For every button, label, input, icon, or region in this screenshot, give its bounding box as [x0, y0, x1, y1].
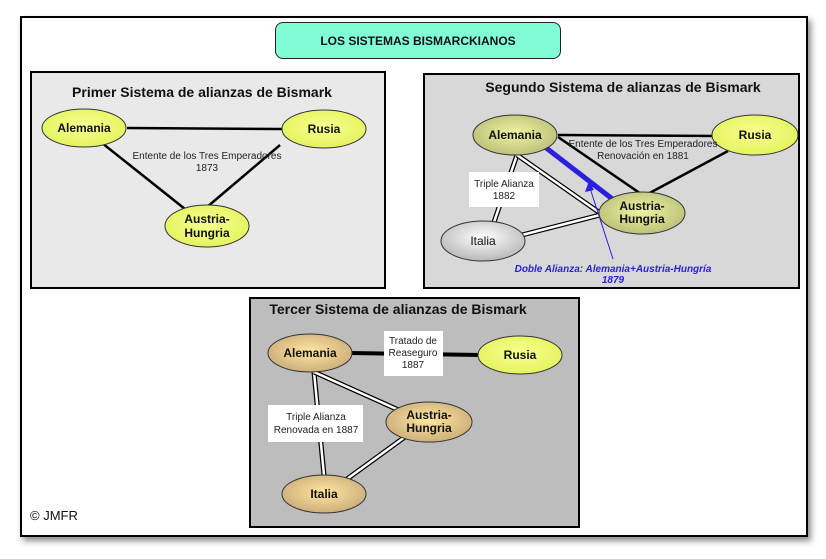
- panel-title: Segundo Sistema de alianzas de Bismark: [485, 79, 761, 95]
- node-label: Rusia: [739, 128, 772, 142]
- node-label: Alemania: [488, 128, 542, 142]
- node-rusia: [711, 114, 798, 156]
- node-label: Italia: [470, 234, 496, 248]
- triple-renovada-year: Renovada en 1887: [274, 425, 359, 436]
- panel-title: Primer Sistema de alianzas de Bismark: [72, 84, 332, 100]
- panel-title: Tercer Sistema de alianzas de Bismark: [269, 301, 527, 317]
- edge-alemania-austria: [101, 142, 191, 214]
- edge-triple-alemania-austria: [312, 369, 405, 415]
- alliance-year: 1873: [196, 163, 219, 174]
- edge-alemania-austria-entente: [557, 135, 645, 198]
- reaseguro-label: Tratado de: [389, 336, 437, 347]
- node-italia: [281, 474, 367, 514]
- edge-triple-italia-austria: [345, 431, 411, 482]
- triple-renovada-box: [268, 405, 363, 442]
- node-label: Alemania: [283, 346, 337, 360]
- node-label: Hungria: [406, 421, 452, 435]
- doble-alianza-year: 1879: [602, 275, 625, 286]
- node-label: Hungria: [619, 212, 665, 226]
- copyright-text: © JMFR: [30, 508, 78, 523]
- panel-segundo-sistema: Segundo Sistema de alianzas de Bismark A…: [423, 73, 800, 289]
- diagram-tercer-sistema: Tercer Sistema de alianzas de Bismark Al…: [267, 301, 563, 514]
- edge-triple-italia-austria: [521, 212, 601, 238]
- doble-alianza-label: Doble Alianza: Alemania+Austria-Hungría: [515, 264, 712, 275]
- node-label: Austria-: [184, 212, 229, 226]
- entente-label: Entente de los Tres Emperadores: [569, 139, 718, 150]
- node-alemania: [267, 333, 353, 373]
- node-austria-hungria: [598, 191, 686, 235]
- edge-alemania-rusia: [557, 133, 718, 138]
- panel-tercer-sistema: Tercer Sistema de alianzas de Bismark Al…: [249, 297, 580, 528]
- triple-alianza-label: Triple Alianza: [474, 179, 534, 190]
- edge-alemania-rusia: [126, 126, 283, 131]
- edge-triple-alemania-austria: [515, 152, 602, 216]
- node-label: Austria-: [406, 408, 451, 422]
- reaseguro-box: [384, 331, 443, 376]
- diagram-primer-sistema: Primer Sistema de alianzas de Bismark Al…: [41, 84, 367, 248]
- node-austria-hungria: [164, 204, 250, 248]
- alliance-label: Entente de los Tres Emperadores: [133, 151, 282, 162]
- node-label: Hungria: [184, 226, 230, 240]
- main-title: LOS SISTEMAS BISMARCKIANOS: [275, 22, 561, 59]
- node-label: Italia: [310, 487, 338, 501]
- panel-primer-sistema: Primer Sistema de alianzas de Bismark Al…: [30, 71, 386, 289]
- triple-alianza-year: 1882: [493, 191, 516, 202]
- node-italia: [440, 220, 526, 262]
- edge-rusia-austria: [199, 144, 281, 214]
- reaseguro-year: 1887: [402, 360, 425, 371]
- node-alemania: [472, 114, 558, 156]
- arrow-head-icon: [585, 181, 594, 192]
- node-alemania: [41, 108, 127, 148]
- diagram-segundo-sistema: Segundo Sistema de alianzas de Bismark A…: [440, 79, 798, 286]
- entente-renewal: Renovación en 1881: [597, 151, 689, 162]
- doble-alianza-arrow: [588, 184, 614, 260]
- node-label: Rusia: [504, 348, 537, 362]
- edge-rusia-austria: [643, 149, 729, 198]
- node-label: Rusia: [308, 122, 341, 136]
- node-rusia: [477, 335, 563, 375]
- triple-alianza-box: [469, 172, 539, 207]
- node-rusia: [281, 109, 367, 149]
- triple-renovada-label: Triple Alianza: [286, 412, 346, 423]
- reaseguro-label: Reaseguro: [389, 348, 438, 359]
- node-label: Alemania: [57, 121, 111, 135]
- node-label: Austria-: [619, 199, 664, 213]
- node-austria-hungria: [385, 401, 473, 443]
- edge-doble-alianza: [543, 145, 617, 203]
